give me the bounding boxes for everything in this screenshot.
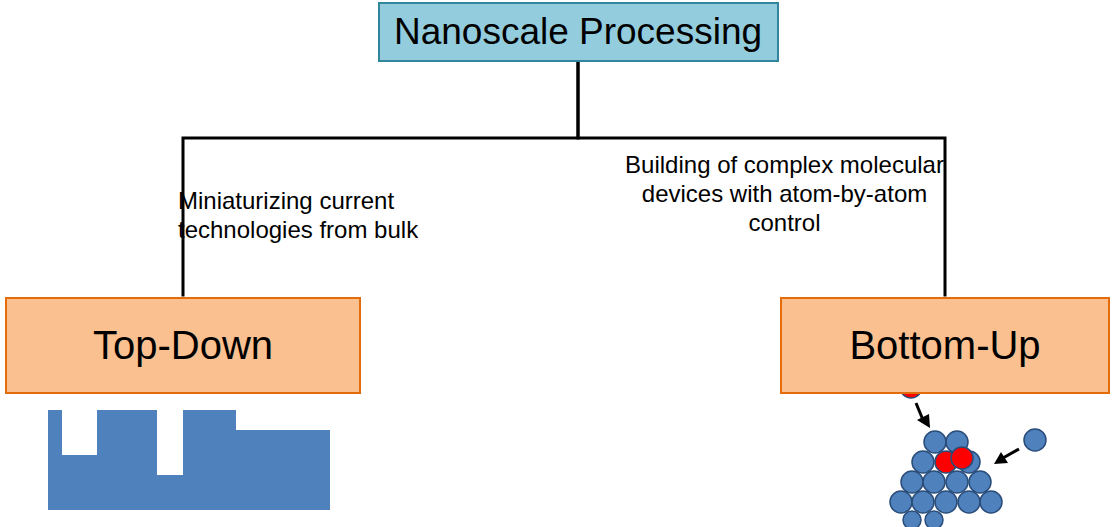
tree-connector xyxy=(183,62,578,297)
root-box: Nanoscale Processing xyxy=(378,2,779,62)
bottom-up-atom-cluster xyxy=(890,376,1046,527)
edge-label: Building of complex molecular devices wi… xyxy=(612,150,957,237)
box-title: Nanoscale Processing xyxy=(394,11,762,53)
category-box: Top-Down xyxy=(5,297,361,394)
atom-arrows xyxy=(916,403,1019,464)
box-title: Top-Down xyxy=(93,323,273,368)
category-box: Bottom-Up xyxy=(780,297,1110,394)
top-down-etched-block xyxy=(48,410,330,510)
tree-connector xyxy=(578,62,945,297)
box-title: Bottom-Up xyxy=(849,323,1040,368)
edge-label: Miniaturizing current technologies from … xyxy=(178,186,528,244)
